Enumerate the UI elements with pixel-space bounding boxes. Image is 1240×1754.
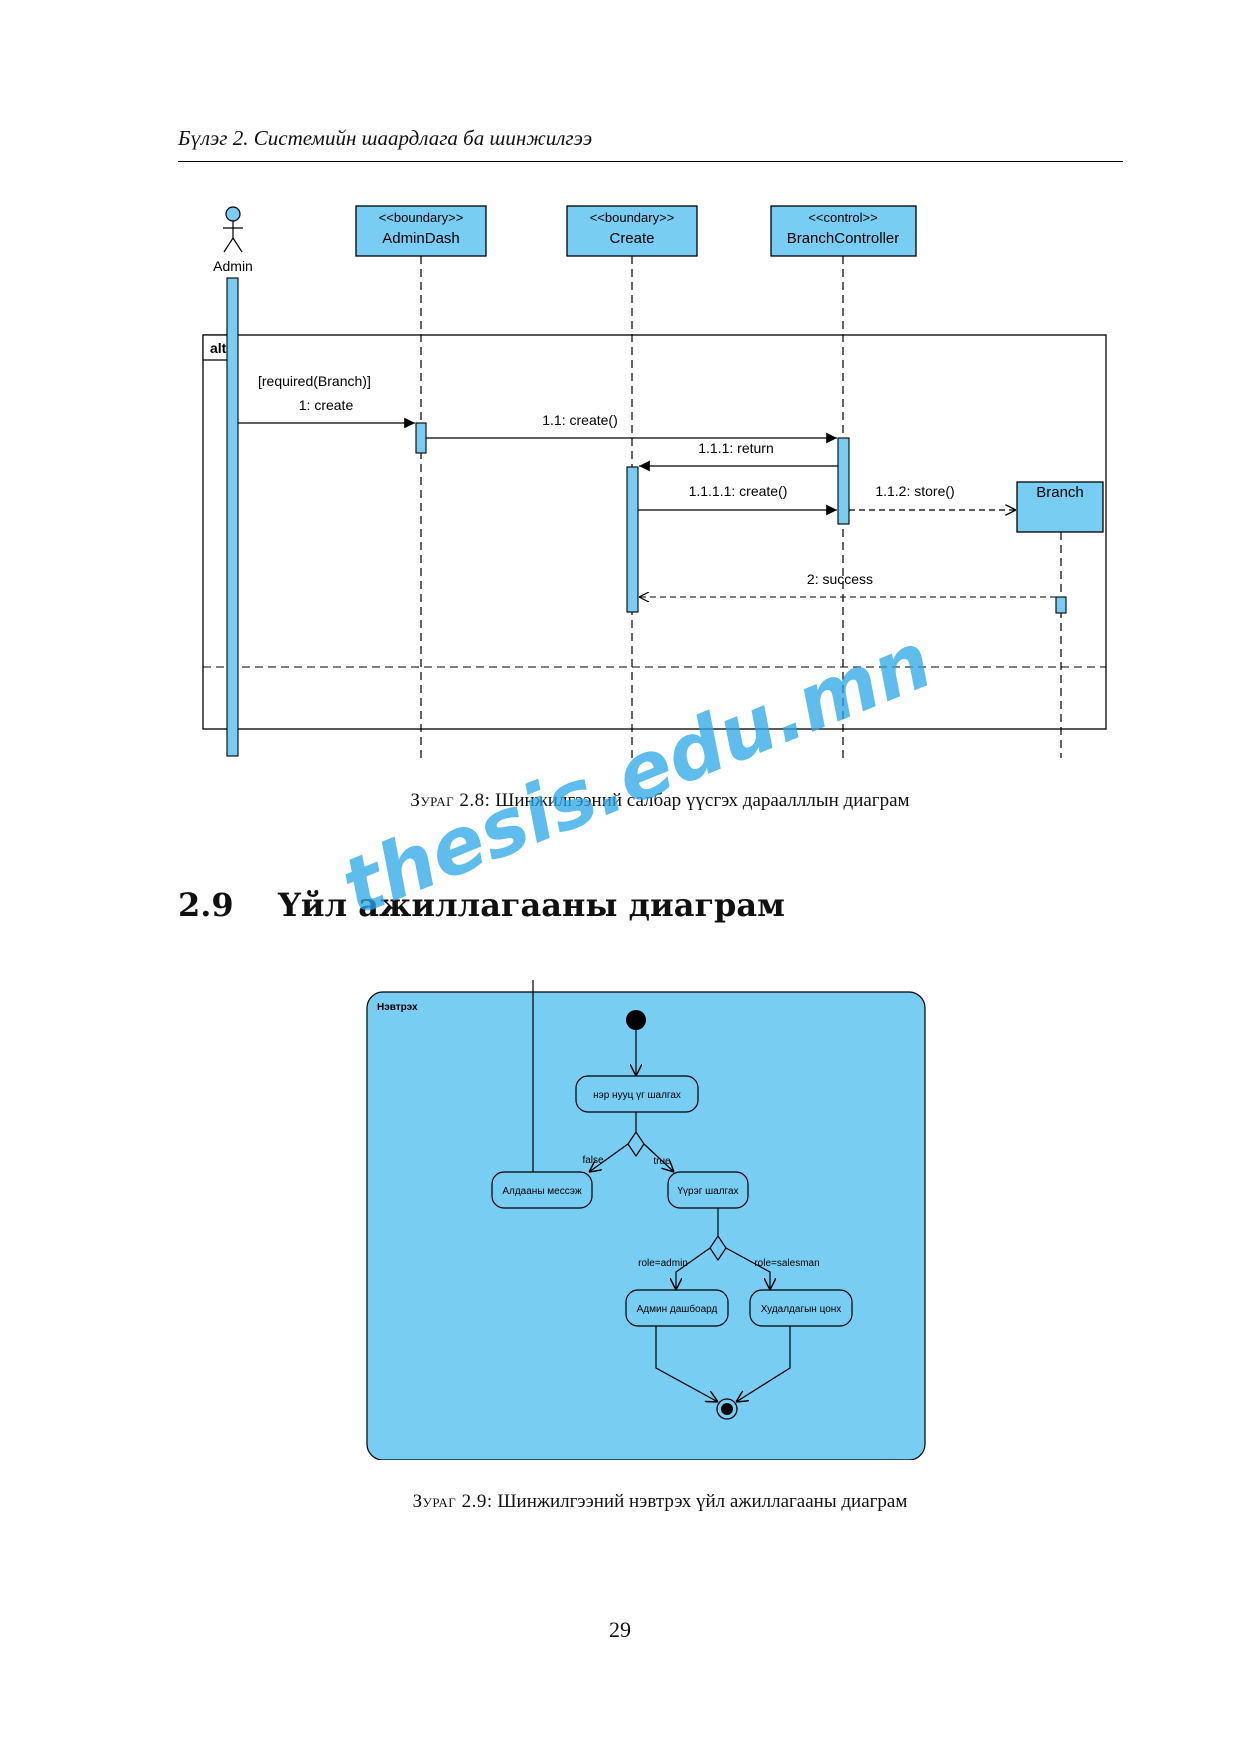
node-sales-window-label: Худалдагын цонх <box>761 1304 842 1315</box>
caption-text-2-9: Шинжилгээний нэвтрэх үйл ажиллагааны диа… <box>497 1491 908 1512</box>
message-1-1-2-label: 1.1.2: store() <box>875 483 954 499</box>
activation-create <box>626 466 639 613</box>
decision-node-2 <box>709 1234 727 1262</box>
decision-node-1 <box>627 1130 645 1158</box>
sequence-diagram: Admin <<boundary>> AdminDash <<boundary>… <box>202 205 1107 758</box>
activation-branchcontroller <box>837 437 850 525</box>
activation-branch <box>1055 596 1067 614</box>
message-1-label: 1: create <box>299 397 354 413</box>
lifeline-label-branch: Branch <box>1036 484 1084 501</box>
lifeline-head-branch: Branch <box>1016 481 1104 533</box>
stereotype-admindash: <<boundary>> <box>379 210 464 225</box>
figure-caption-2-8: Зураг 2.8: Шинжилгээний салбар үүсгэх да… <box>40 790 1240 812</box>
guard-text: [required(Branch)] <box>258 373 371 389</box>
node-admin-dashboard <box>625 1289 729 1327</box>
lifeline-head-create: <<boundary>> Create <box>566 205 698 257</box>
final-node <box>716 1398 738 1420</box>
page-number: 29 <box>609 1617 631 1642</box>
lifeline-label-create: Create <box>609 230 654 247</box>
lifeline-label-admindash: AdminDash <box>382 230 460 247</box>
node-error-message-label: Алдааны мессэж <box>502 1186 582 1197</box>
message-1-1-1-label: 1.1.1: return <box>698 440 774 456</box>
activity-diagram: Нэвтрэх нэр нууц үг шалгах false true Ал… <box>366 980 926 1460</box>
node-check-credentials <box>575 1075 699 1113</box>
lifeline-head-admindash: <<boundary>> AdminDash <box>355 205 487 257</box>
lifeline-label-branchcontroller: BranchController <box>787 230 900 247</box>
activation-admin <box>226 277 239 757</box>
alt-operator: alt <box>210 340 227 356</box>
activity-frame-label: Нэвтрэх <box>377 1002 418 1013</box>
initial-node <box>626 1010 646 1030</box>
node-sales-window <box>749 1289 853 1327</box>
node-error-message <box>491 1171 593 1209</box>
figure-caption-2-9: Зураг 2.9: Шинжилгээний нэвтрэх үйл ажил… <box>40 1491 1240 1513</box>
alt-fragment: alt <box>202 334 1107 730</box>
guard-role-admin: role=admin <box>638 1258 688 1269</box>
node-admin-dashboard-label: Админ дашбоард <box>637 1303 718 1315</box>
activity-frame <box>366 991 926 1460</box>
activation-admindash <box>415 422 427 454</box>
message-1-1-1-1-label: 1.1.1.1: create() <box>689 483 788 499</box>
guard-role-salesman: role=salesman <box>754 1258 819 1269</box>
node-check-credentials-label: нэр нууц үг шалгах <box>593 1090 681 1101</box>
guard-false: false <box>582 1155 604 1166</box>
section-heading: 2.9 Үйл ажиллагааны диаграм <box>178 886 785 924</box>
actor-admin <box>223 206 243 253</box>
header-rule <box>178 161 1123 162</box>
node-check-role <box>667 1171 749 1209</box>
section-number: 2.9 <box>178 886 234 924</box>
caption-text-2-8: Шинжилгээний салбар үүсгэх дараалллын ди… <box>495 790 910 811</box>
caption-label-2-8: Зураг 2.8: <box>410 790 491 811</box>
actor-admin-label: Admin <box>213 258 253 274</box>
node-check-role-label: Үүрэг шалгах <box>677 1186 738 1197</box>
message-2-label: 2: success <box>807 571 873 587</box>
stereotype-create: <<boundary>> <box>590 210 675 225</box>
message-1-1-label: 1.1: create() <box>542 412 617 428</box>
lifeline-head-branchcontroller: <<control>> BranchController <box>770 205 917 257</box>
section-title: Үйл ажиллагааны диаграм <box>278 886 785 924</box>
stereotype-branchcontroller: <<control>> <box>808 210 877 225</box>
guard-true: true <box>653 1156 671 1167</box>
caption-label-2-9: Зураг 2.9: <box>412 1491 493 1512</box>
running-header: Бүлэг 2. Системийн шаардлага ба шинжилгэ… <box>178 126 593 150</box>
